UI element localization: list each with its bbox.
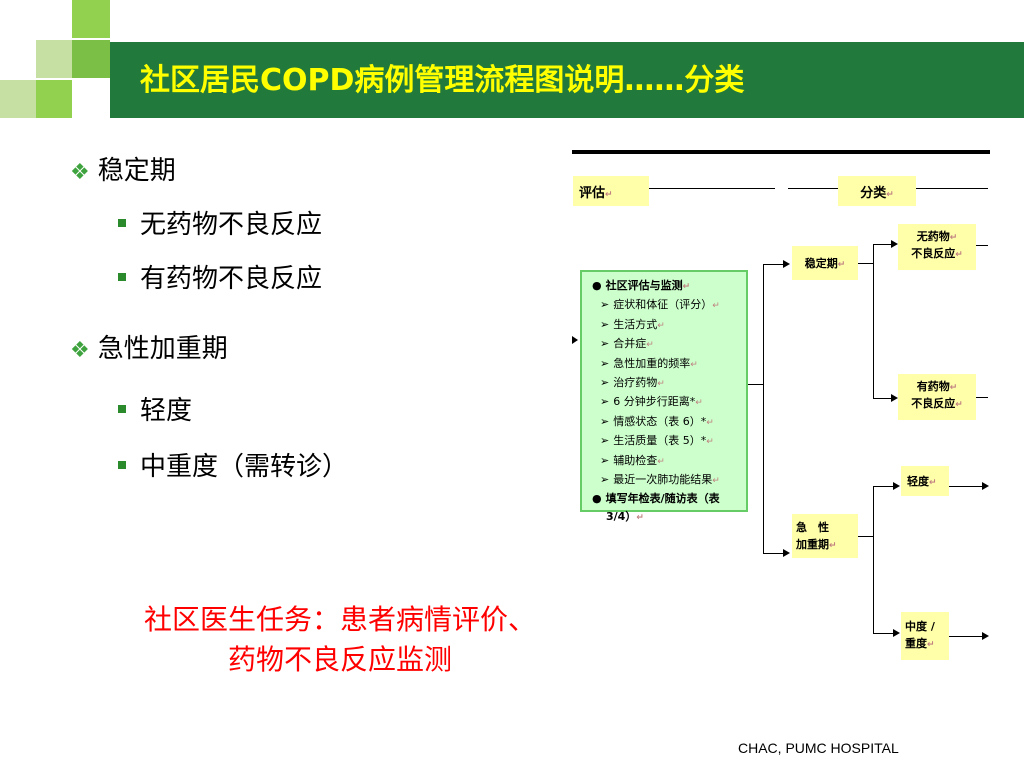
- arrow-bullet-icon: ➢: [600, 337, 610, 351]
- arrow-bullet-icon: ➢: [600, 414, 610, 428]
- arrow-bullet-icon: ➢: [600, 473, 610, 487]
- arrow-right-icon: [982, 482, 989, 490]
- arrow-bullet-icon: ➢: [600, 317, 610, 331]
- bullet-no-adr: 无药物不良反应: [118, 204, 322, 241]
- dot-bullet-icon: ●: [592, 492, 602, 506]
- eval-item: ●社区评估与监测↵: [592, 279, 691, 292]
- title-bar: [110, 42, 1024, 118]
- acute-box: 急 性 加重期↵: [792, 514, 858, 558]
- arrow-bullet-icon: ➢: [600, 376, 610, 390]
- arrow-bullet-icon: ➢: [600, 356, 610, 370]
- bullet-adr: 有药物不良反应: [118, 258, 322, 295]
- bullet-acute-label: 急性加重期: [97, 334, 228, 364]
- eval-item: ➢治疗药物↵: [600, 376, 665, 390]
- square-bullet-icon: [118, 273, 126, 281]
- square-bullet-icon: [118, 219, 126, 227]
- eval-item: ➢最近一次肺功能结果↵: [600, 473, 720, 487]
- decor-square: [72, 40, 110, 78]
- arrow-right-icon: [783, 549, 790, 557]
- no-adr-box: 无药物↵ 不良反应↵: [898, 224, 976, 270]
- doctor-task: 社区医生任务：患者病情评价、 药物不良反应监测: [143, 603, 536, 676]
- bullet-stable: ❖ 稳定期: [70, 150, 176, 187]
- severe-box: 中度 / 重度↵: [901, 612, 949, 660]
- arrow-right-icon: [893, 482, 900, 490]
- eval-item: ➢生活方式↵: [600, 317, 665, 331]
- bullet-mild: 轻度: [118, 390, 192, 427]
- arrow-right-icon: [783, 260, 790, 268]
- diamond-bullet-icon: ❖: [70, 338, 90, 363]
- eval-item: ➢生活质量（表 5）*↵: [600, 434, 714, 448]
- decor-square: [36, 40, 72, 78]
- decor-square: [36, 80, 72, 118]
- arrow-right-icon: [982, 632, 989, 640]
- eval-item: ➢合并症↵: [600, 337, 654, 351]
- eval-item: ➢6 分钟步行距离*↵: [600, 395, 703, 409]
- slide-title: 社区居民COPD病例管理流程图说明……分类: [140, 63, 745, 98]
- flowchart: 评估↵ 分类↵ ●社区评估与监测↵➢症状和体征（评分）↵➢生活方式↵➢合并症↵➢…: [570, 148, 990, 668]
- flowchart-top-rule: [572, 150, 990, 154]
- arrow-right-icon: [891, 394, 898, 402]
- arrow-bullet-icon: ➢: [600, 298, 610, 312]
- header-eval-box: 评估↵: [573, 176, 649, 206]
- header-classify-box: 分类↵: [838, 176, 916, 206]
- decor-square: [0, 80, 36, 118]
- arrow-right-icon: [893, 629, 900, 637]
- eval-box: ●社区评估与监测↵ ➢症状和体征（评分）↵ ➢生活方式↵ ➢合并症↵ ➢急性加重的频率↵…: [580, 270, 748, 523]
- decor-square: [72, 0, 110, 38]
- bullet-acute: ❖ 急性加重期: [70, 328, 228, 365]
- eval-item: ➢急性加重的频率↵: [600, 356, 698, 370]
- arrow-bullet-icon: ➢: [600, 434, 610, 448]
- arrow-bullet-icon: ➢: [600, 395, 610, 409]
- dot-bullet-icon: ●: [592, 279, 602, 292]
- arrow-right-icon: [891, 240, 898, 248]
- square-bullet-icon: [118, 405, 126, 413]
- adr-box: 有药物↵ 不良反应↵: [898, 374, 976, 420]
- eval-item: 3/4）↵: [606, 509, 644, 523]
- eval-item: ●填写年检表/随访表（表: [592, 492, 720, 506]
- bullet-severe: 中重度（需转诊）: [118, 446, 348, 483]
- bullet-stable-label: 稳定期: [97, 156, 176, 186]
- eval-item: ➢辅助检查↵: [600, 453, 665, 467]
- diamond-bullet-icon: ❖: [70, 160, 90, 185]
- footer-credit: CHAC, PUMC HOSPITAL: [738, 740, 899, 756]
- stable-box: 稳定期↵: [792, 246, 858, 280]
- eval-item: ➢症状和体征（评分）↵: [600, 298, 720, 312]
- mild-box: 轻度↵: [901, 466, 949, 496]
- incoming-arrow-icon: [572, 336, 578, 344]
- square-bullet-icon: [118, 461, 126, 469]
- eval-item: ➢情感状态（表 6）*↵: [600, 414, 714, 428]
- arrow-bullet-icon: ➢: [600, 453, 610, 467]
